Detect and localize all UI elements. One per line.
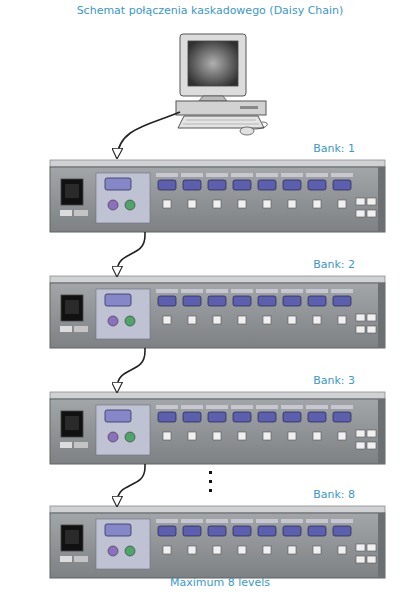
kvm-bank: Bank: 8 [50,506,385,578]
bank-label: Bank: 8 [313,488,355,501]
kvm-bank: Bank: 1 [50,160,385,232]
bank-label: Bank: 1 [313,142,355,155]
kvm-bank: Bank: 3 [50,392,385,464]
kvm-switch [50,276,385,348]
bank-label: Bank: 2 [313,258,355,271]
diagram-title: Schemat połączenia kaskadowego (Daisy Ch… [10,4,400,17]
diagram-caption: Maximum 8 levels [20,576,400,589]
kvm-switch [50,506,385,578]
cascade-cable [117,464,145,506]
cascade-cable [117,348,145,392]
kvm-switch [50,392,385,464]
bank-label: Bank: 3 [313,374,355,387]
console-cable [117,112,180,158]
computer [176,34,267,135]
kvm-bank: Bank: 2 [50,276,385,348]
kvm-switch [50,160,385,232]
cascade-cable [117,232,145,276]
ellipsis-dots [209,471,212,492]
